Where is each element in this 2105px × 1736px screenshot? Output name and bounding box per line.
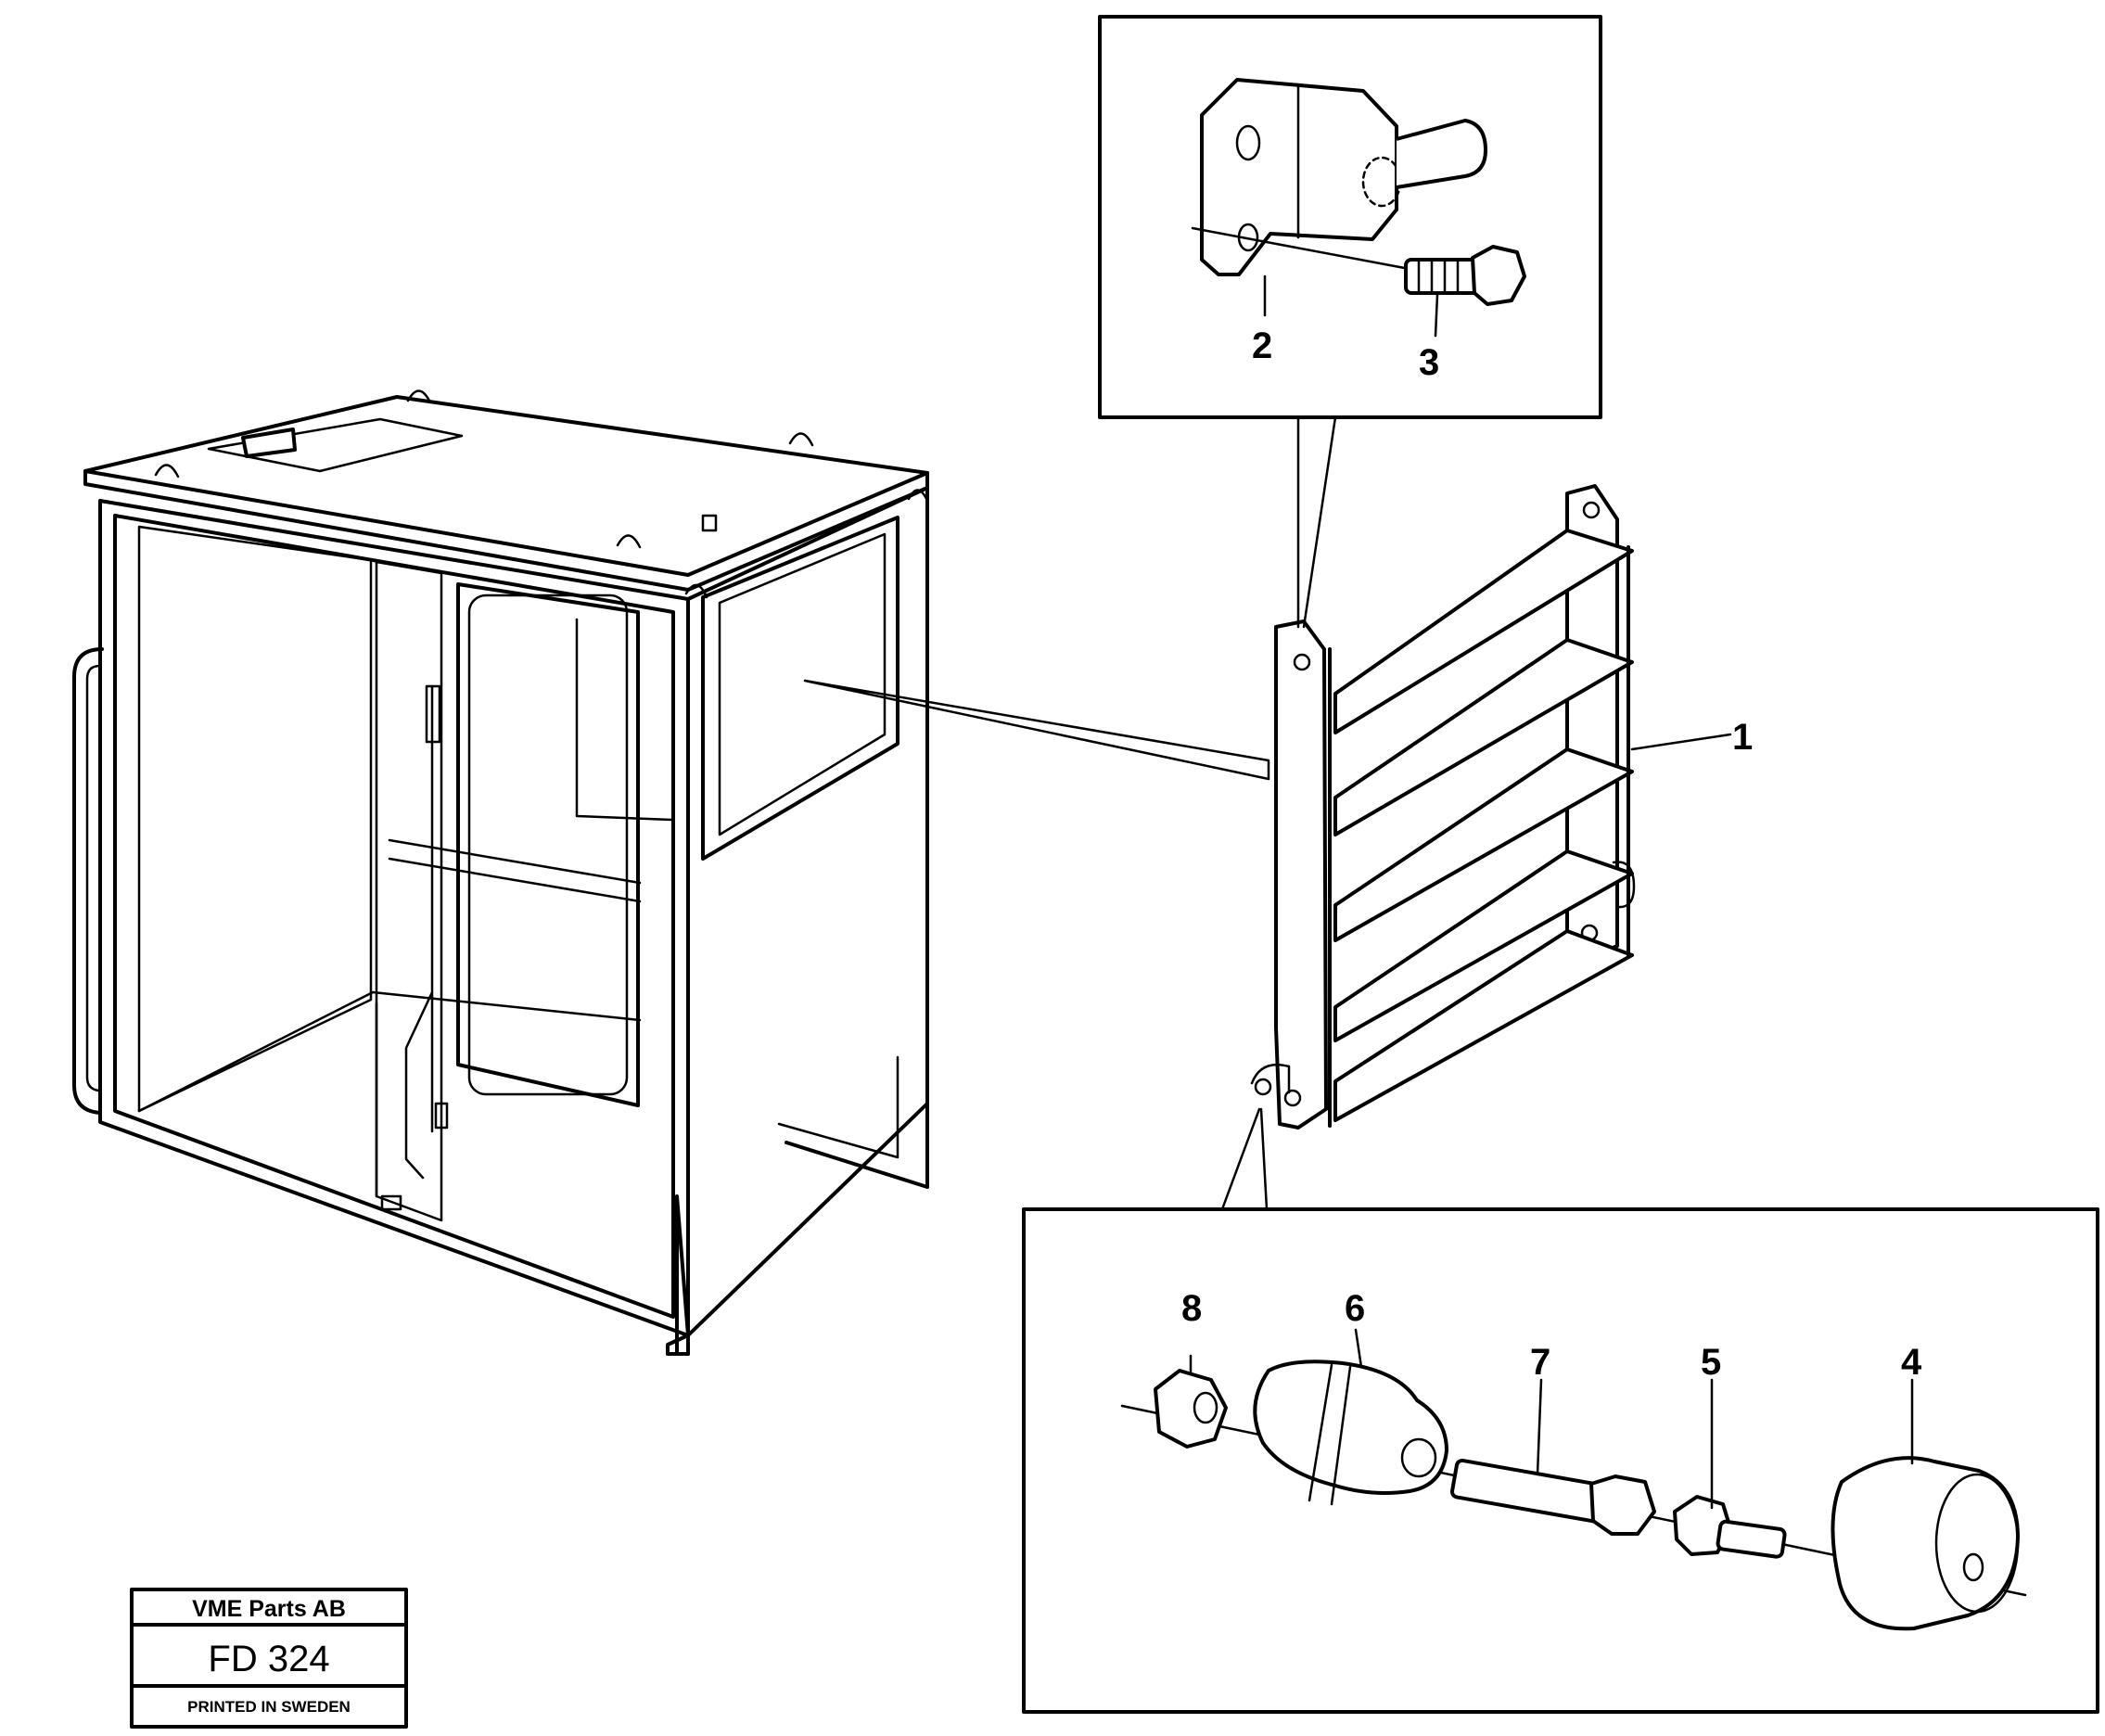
callout-1: 1 <box>1732 717 1753 758</box>
callout-7: 7 <box>1530 1342 1550 1383</box>
callout-3: 3 <box>1419 342 1439 383</box>
callout-5: 5 <box>1701 1342 1721 1383</box>
inset-bracket <box>1098 15 1602 629</box>
title-code: FD 324 <box>208 1639 329 1679</box>
title-footer: PRINTED IN SWEDEN <box>187 1698 351 1716</box>
callout-8: 8 <box>1181 1288 1202 1329</box>
callout-6: 6 <box>1345 1288 1365 1329</box>
leader-1 <box>1630 733 1732 751</box>
ladder-assembly <box>1250 484 1636 1130</box>
cab-to-ladder-leader <box>803 679 1270 781</box>
callout-4: 4 <box>1901 1342 1922 1383</box>
callout-2: 2 <box>1252 326 1272 366</box>
title-company: VME Parts AB <box>192 1596 346 1622</box>
inset-mount <box>1022 1107 2099 1714</box>
title-block: VME Parts AB FD 324 PRINTED IN SWEDEN <box>130 1588 408 1729</box>
operator-cab <box>72 389 929 1356</box>
